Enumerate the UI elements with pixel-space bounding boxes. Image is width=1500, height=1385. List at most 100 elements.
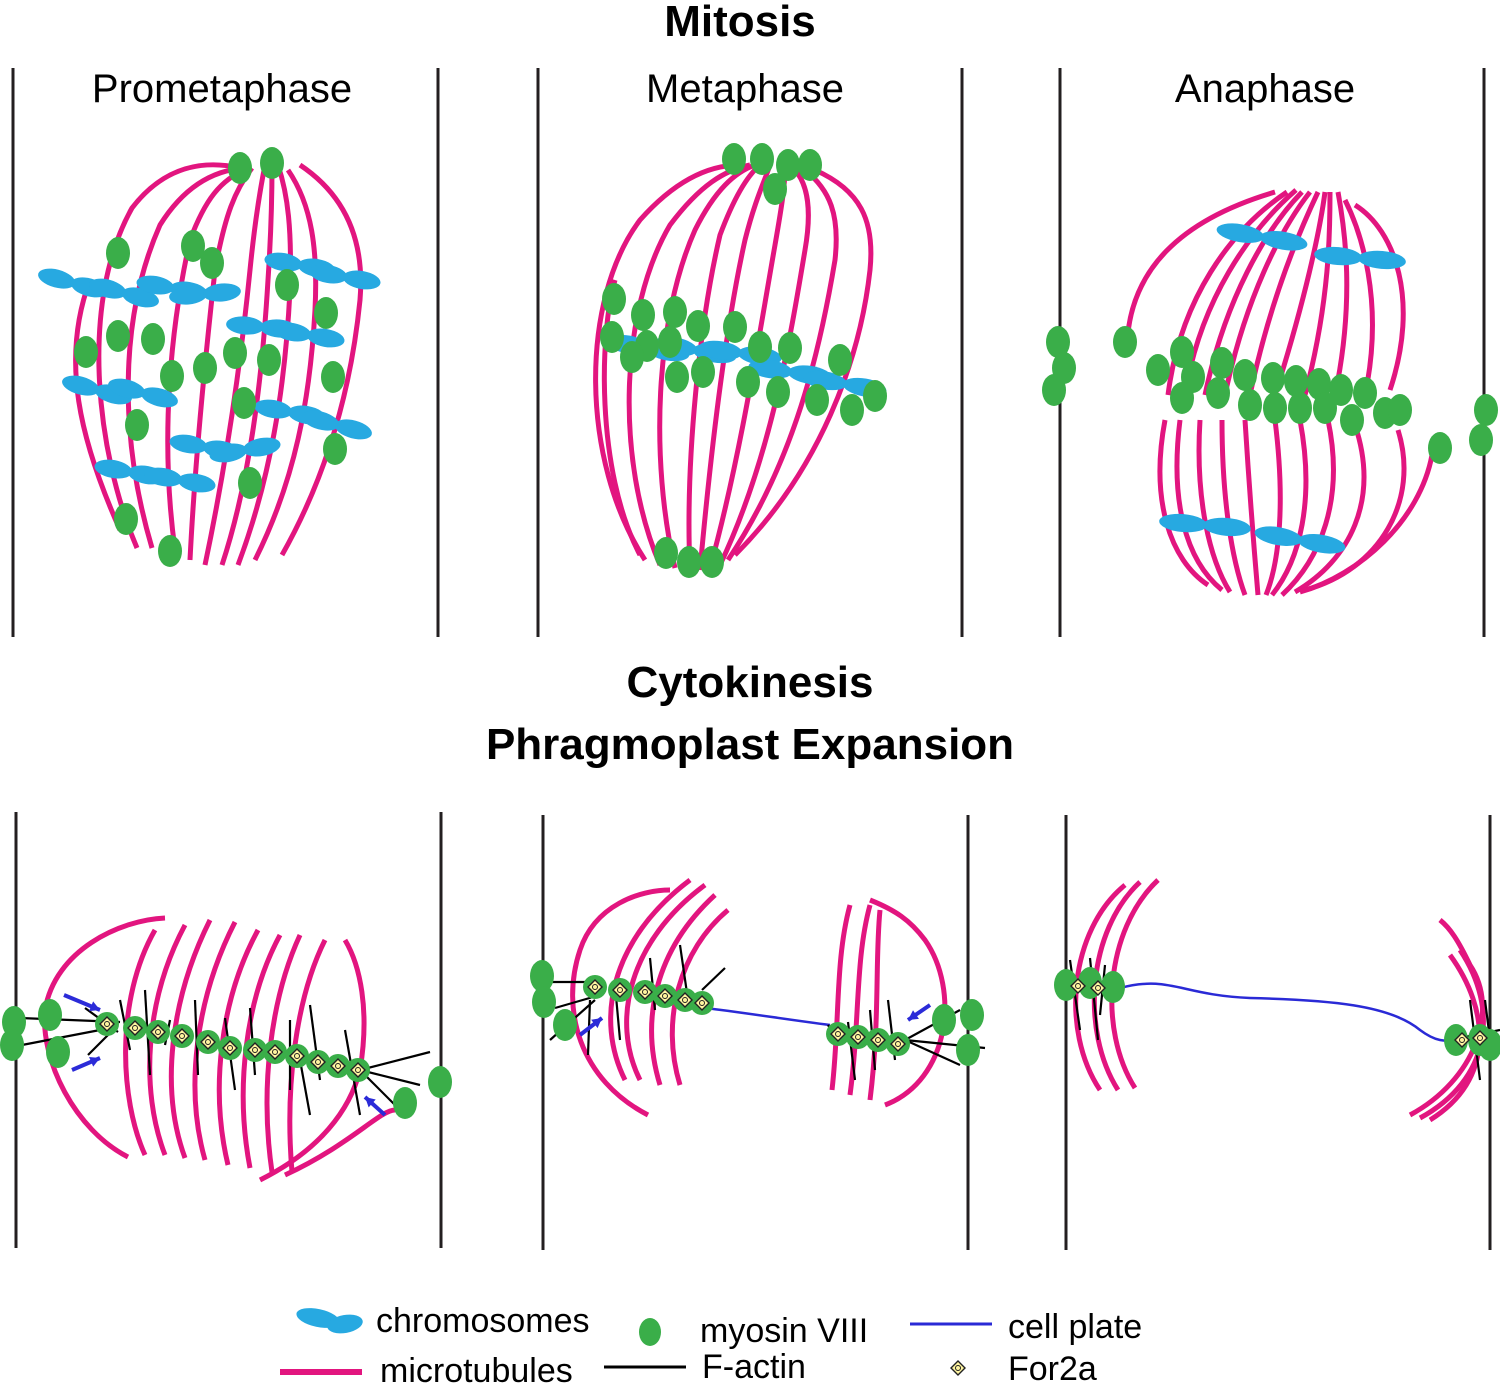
prometaphase-spindle (38, 147, 381, 567)
arrow-head (365, 1097, 376, 1108)
myosin-dot (46, 1036, 70, 1068)
chromatid (89, 278, 127, 299)
legend-chromosome-swatch (296, 1308, 363, 1334)
chromatid (1202, 517, 1251, 537)
microtubule (626, 162, 751, 566)
myosin-dot (275, 269, 299, 301)
myosin-dot (260, 147, 284, 179)
myosin-dot (620, 341, 644, 373)
microtubule (1182, 188, 1298, 396)
blue-arrow (906, 1003, 932, 1022)
myosin-dot (1146, 354, 1170, 386)
chromatid (1314, 246, 1363, 266)
for2a-marker (99, 1016, 115, 1032)
myosin-dot (114, 503, 138, 535)
for2a-core (682, 997, 688, 1003)
myosin-dot (750, 143, 774, 175)
myosin-dot (1469, 424, 1493, 456)
myosin-dot (314, 297, 338, 329)
chromatid (169, 434, 208, 454)
microtubule (1247, 190, 1321, 396)
cell-plate (1119, 982, 1461, 1043)
factin-filament (359, 1050, 431, 1072)
for2a-core (355, 1067, 361, 1073)
for2a-marker (200, 1034, 216, 1050)
arrow-head (89, 1056, 100, 1067)
anaphase-spindle (1042, 188, 1498, 597)
myosin-dot (1101, 971, 1125, 1003)
myosin-dot (960, 999, 984, 1031)
chromatid (302, 410, 340, 431)
myosin-dot (766, 376, 790, 408)
microtubule (593, 162, 741, 562)
for2a-marker (127, 1020, 143, 1036)
myosin-dot (723, 311, 747, 343)
for2a-marker (612, 982, 628, 998)
chromatid (1357, 250, 1406, 270)
chromatid (226, 316, 265, 335)
myosin-dot (665, 361, 689, 393)
mid-phragmoplast (530, 878, 986, 1118)
myosin-dot (532, 986, 556, 1018)
chromosome (1314, 246, 1406, 270)
microtubule (1124, 189, 1276, 346)
early-phragmoplast (0, 915, 452, 1183)
myosin-dot (658, 326, 682, 358)
chromatid (309, 264, 348, 284)
chromatid (1254, 526, 1303, 546)
for2a-marker (174, 1028, 190, 1044)
myosin-dot (1170, 336, 1194, 368)
for2a-marker (950, 1360, 966, 1376)
legend-factin-label: F-actin (702, 1348, 806, 1385)
chromatid (1297, 534, 1346, 554)
microtubule (1263, 419, 1283, 596)
myosin-dot (736, 366, 760, 398)
chromatid (62, 375, 100, 396)
myosin-dot (1428, 432, 1452, 464)
chromatid (209, 443, 248, 463)
legend: chromosomes microtubules myosin VIII F-a… (280, 1302, 1142, 1385)
legend-chromosomes-label: chromosomes (376, 1302, 590, 1340)
prometaphase-label: Prometaphase (92, 67, 352, 111)
chromatid (108, 378, 146, 399)
factin-filament (359, 1068, 421, 1087)
chromatid (242, 437, 281, 457)
for2a-core (699, 1000, 705, 1006)
myosin-dot (0, 1029, 24, 1061)
for2a-core (875, 1037, 881, 1043)
myosin-dot (428, 1066, 452, 1098)
for2a-core (335, 1063, 341, 1069)
myosin-dot (232, 387, 256, 419)
for2a-core (662, 993, 668, 999)
legend-for2a-label: For2a (1008, 1350, 1097, 1385)
myosin-dot (193, 352, 217, 384)
for2a-marker (247, 1042, 263, 1058)
for2a-marker (267, 1044, 283, 1060)
for2a-marker (890, 1036, 906, 1052)
for2a-core (1477, 1035, 1483, 1041)
factin-filament (193, 999, 200, 1076)
phragmoplast-expansion-title: Phragmoplast Expansion (486, 720, 1014, 769)
microtubule (283, 1107, 396, 1178)
myosin-dot (323, 433, 347, 465)
chromosome (209, 437, 281, 463)
for2a-marker (830, 1026, 846, 1042)
microtubule (1242, 419, 1261, 596)
chromatid (264, 252, 303, 272)
for2a-core (179, 1033, 185, 1039)
myosin-dot (1288, 392, 1312, 424)
microtubule (1299, 454, 1435, 595)
myosin-dot (748, 331, 772, 363)
chromosome (309, 264, 381, 290)
myosin-dot (600, 321, 624, 353)
chromatid (144, 467, 183, 487)
late-phragmoplast (1054, 878, 1500, 1123)
chromatid (327, 1314, 363, 1334)
chromatid (202, 283, 241, 302)
blue-arrow (71, 1056, 101, 1072)
microtubule (1293, 424, 1367, 595)
myosin-dot (840, 394, 864, 426)
microtubule (1270, 419, 1309, 597)
microtubule (657, 162, 756, 569)
myosin-dot (828, 344, 852, 376)
